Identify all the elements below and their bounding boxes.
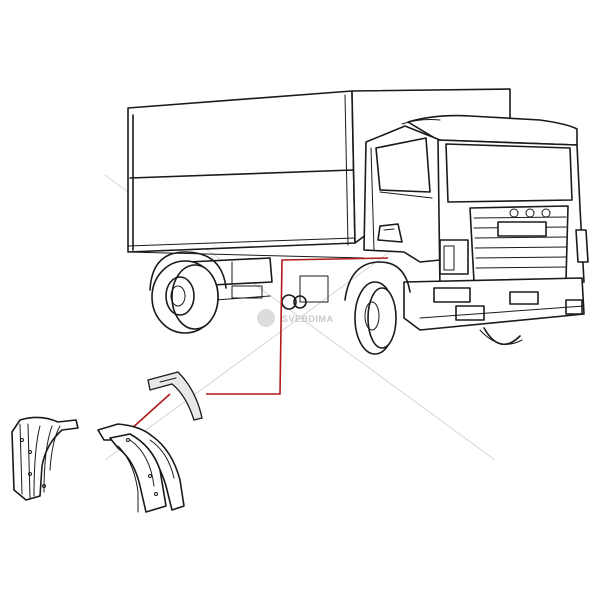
leader-to-fender [129,393,171,431]
rear-wheel [149,251,227,334]
watermark-logo: SVEBDIMA [257,309,334,327]
part-fender-left [11,416,79,501]
part-fender-right [97,423,185,513]
leader-to-arch [206,257,389,395]
cab [363,114,589,346]
front-wheel [344,261,411,355]
leader-lines [129,257,389,431]
part-arch-trim [147,371,203,421]
watermark-text: SVEBDIMA [282,314,334,324]
